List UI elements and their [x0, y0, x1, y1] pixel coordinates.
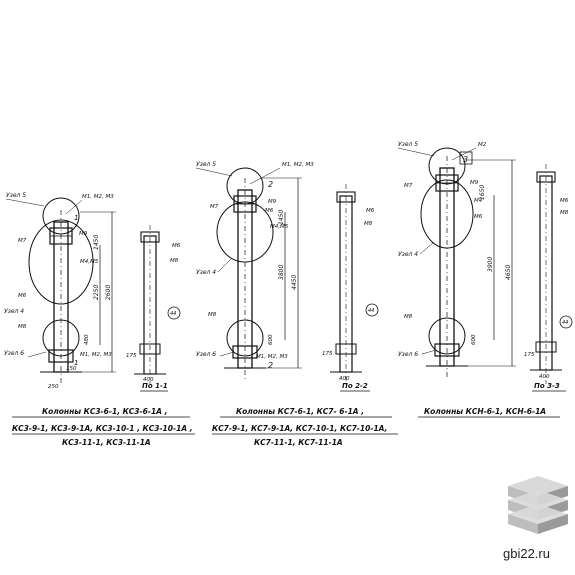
label-uzel4: Узел 4 [196, 269, 216, 276]
dim-2250: 2250 [93, 285, 100, 300]
label-side-m8: М8 [364, 221, 373, 227]
label-m9: М9 [79, 231, 88, 237]
label-uzel5: Узел 5 [398, 141, 418, 148]
label-m7: М7 [210, 204, 219, 210]
label-m9: М9 [268, 199, 277, 205]
label-uzel4: Узел 4 [4, 308, 24, 315]
section-mark-2-top: 2 [268, 180, 273, 189]
label-m8: М8 [208, 312, 217, 318]
label-uzel5: Узел 5 [196, 161, 216, 168]
dim-4450: 4450 [291, 275, 298, 290]
section-mark-3: 3 [463, 155, 468, 164]
callout-44: 44 [368, 308, 374, 314]
section-mark-1-top: 1 [74, 214, 78, 222]
label-m7: М7 [404, 183, 413, 189]
label-side-m6: М6 [560, 198, 569, 204]
section-mark-1-bottom: 1 [74, 359, 78, 367]
column-2-elevation [216, 167, 274, 382]
label-m1m2m3-bottom: М1, М2, М3 [80, 352, 112, 358]
label-m6: М6 [18, 293, 27, 299]
label-uzel5: Узел 5 [6, 192, 26, 199]
label-uzel6: Узел 6 [4, 350, 24, 357]
site-name: gbi22.ru [503, 546, 550, 561]
label-m8: М8 [404, 314, 413, 320]
dim-175: 175 [126, 353, 137, 359]
dim-480: 480 [84, 334, 90, 345]
label-m6: М6 [474, 214, 483, 220]
dim-250: 250 [48, 384, 59, 390]
column-1-elevation [28, 197, 94, 385]
dim-400: 400 [339, 376, 350, 382]
dim-1450: 1450 [93, 235, 100, 250]
column-group-1: 2600 2250 1450 480 150 250 1 1 Узел 5 М1… [4, 192, 195, 447]
caption-2-line3: КС7-11-1, КС7-11-1А [254, 438, 343, 447]
dim-175: 175 [322, 351, 333, 357]
label-m1m2m3-bottom: М1, М2, М3 [256, 354, 288, 360]
dim-175: 175 [524, 352, 535, 358]
label-uzel6: Узел 6 [196, 351, 216, 358]
callout-44: 44 [170, 311, 176, 317]
column-1-dimensions: 2600 2250 1450 480 150 250 [48, 211, 116, 390]
label-side-m6: М6 [172, 243, 181, 249]
callout-44: 44 [562, 320, 568, 326]
column-3-side-view: М6 М8 44 175 400 По 3-3 [524, 164, 573, 392]
dim-4650: 4650 [505, 265, 512, 280]
label-side-m8: М8 [170, 258, 179, 264]
dim-1650: 1650 [479, 185, 486, 200]
dim-400: 400 [143, 377, 154, 383]
column-3-elevation [420, 147, 474, 380]
column-1-side-view: М6 М8 44 175 400 По 1-1 [126, 225, 181, 392]
caption-3-line1: Колонны КСН-6-1, КСН-6-1А [424, 407, 546, 416]
label-uzel4: Узел 4 [398, 251, 418, 258]
caption-1-line1: Колонны КС3-6-1, КС3-6-1А , [42, 407, 167, 416]
section-title-2-2: По 2-2 [342, 382, 368, 390]
caption-1-line2: КС3-9-1, КС3-9-1А, КС3-10-1 , КС3-10-1А … [12, 424, 193, 433]
dim-600: 600 [471, 334, 477, 345]
column-group-3: 4650 3900 1650 600 3 Узел 5 М2 М7 М9 М4 … [397, 141, 573, 418]
dim-3800: 3800 [278, 265, 285, 280]
label-m9: М9 [470, 180, 479, 186]
caption-2-line2: КС7-9-1, КС7-9-1А, КС7-10-1, КС7-10-1А, [212, 424, 387, 433]
column-group-2: 4450 3800 1450 600 2 2 Узел 5 М1, М2, М3… [195, 161, 398, 447]
label-side-m6: М6 [366, 208, 375, 214]
site-logo [508, 476, 568, 534]
column-2-dimensions: 4450 3800 1450 600 [262, 177, 302, 369]
caption-1-line3: КС3-11-1, КС3-11-1А [62, 438, 151, 447]
label-m7: М7 [18, 238, 27, 244]
section-title-1-1: По 1-1 [142, 382, 168, 390]
label-m2: М2 [478, 142, 487, 148]
dim-3900: 3900 [487, 257, 494, 272]
label-m4m5: М4,М5 [80, 259, 99, 265]
section-title-3-3: По 3-3 [534, 382, 560, 390]
dim-400: 400 [539, 374, 550, 380]
dim-150: 150 [66, 366, 77, 372]
label-m4: М4 [474, 198, 483, 204]
label-m4m5: М4,М5 [270, 224, 289, 230]
dim-600: 600 [268, 334, 274, 345]
dim-1450: 1450 [278, 210, 285, 225]
section-mark-2-bottom: 2 [268, 361, 273, 370]
column-2-side-view: М6 М8 44 175 400 По 2-2 [322, 184, 379, 392]
label-uzel6: Узел 6 [398, 351, 418, 358]
label-m6: М6 [265, 208, 274, 214]
label-m1m2m3-top: М1, М2, М3 [282, 162, 314, 168]
column-3-dimensions: 4650 3900 1650 600 [466, 159, 516, 367]
label-side-m8: М8 [560, 210, 569, 216]
label-m1m2m3-top: М1, М2, М3 [82, 194, 114, 200]
label-m8: М8 [18, 324, 27, 330]
caption-2-line1: Колонны КС7-6-1, КС7- 6-1А , [236, 407, 364, 416]
dim-2600: 2600 [105, 285, 112, 300]
